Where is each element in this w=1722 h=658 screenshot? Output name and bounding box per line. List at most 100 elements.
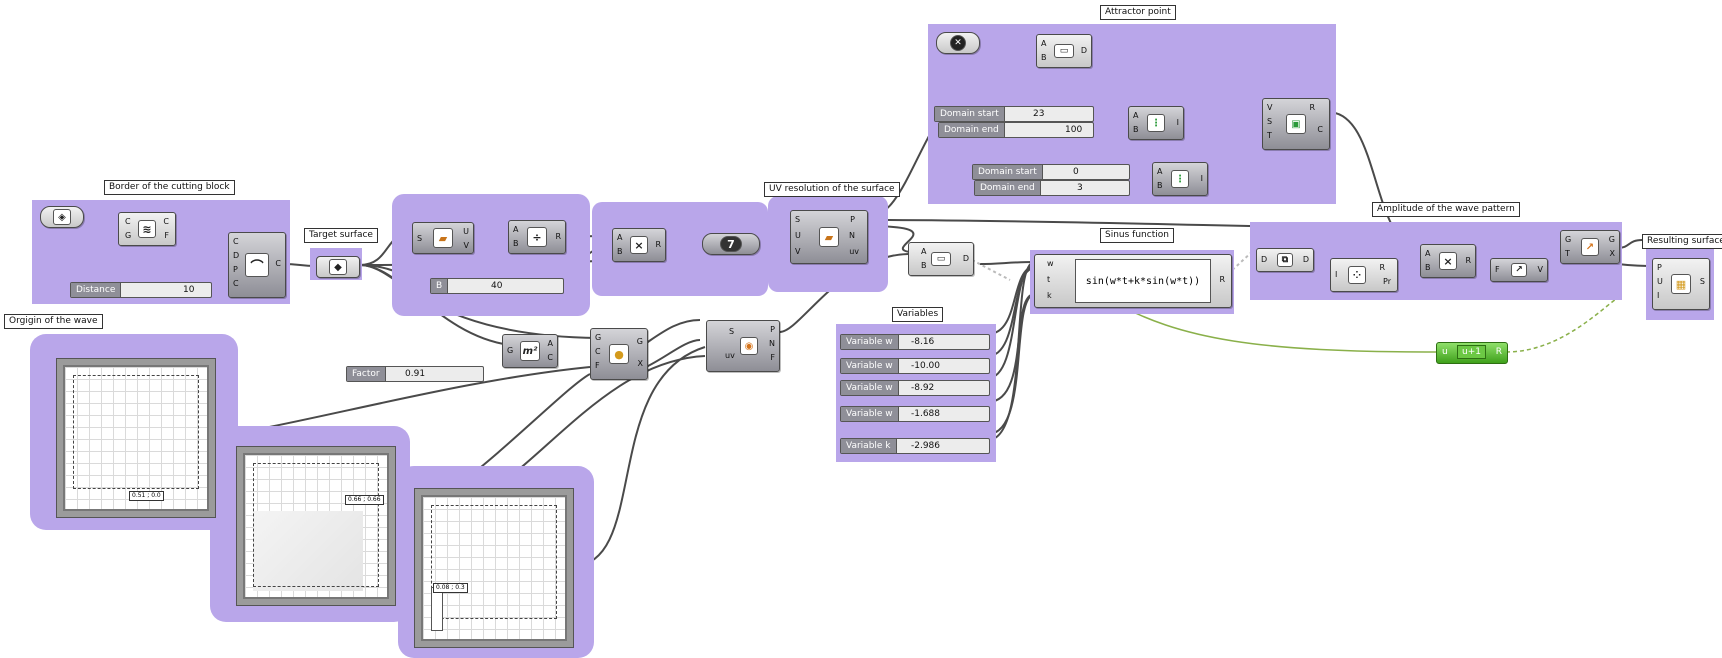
- group-divide[interactable]: [392, 194, 590, 316]
- area-component[interactable]: G m² A C: [502, 334, 558, 368]
- construct-domain-component-2[interactable]: A B ⋮ I: [1152, 162, 1208, 196]
- port-in[interactable]: C: [233, 279, 239, 288]
- port-in[interactable]: U: [795, 231, 801, 240]
- port-in[interactable]: S: [795, 215, 801, 224]
- surface-param[interactable]: ◆: [316, 256, 360, 278]
- port-out[interactable]: V: [1537, 265, 1543, 274]
- point-param[interactable]: ✕: [936, 32, 980, 54]
- port-in[interactable]: C: [125, 217, 131, 226]
- port-in[interactable]: V: [1267, 103, 1273, 112]
- slider-variable-2[interactable]: Variable w -10.00: [840, 358, 990, 374]
- port-in[interactable]: A: [921, 247, 927, 256]
- port-in[interactable]: u: [1442, 347, 1448, 357]
- slider-variable-4[interactable]: Variable w -1.688: [840, 406, 990, 422]
- port-in[interactable]: A: [513, 225, 519, 234]
- port-in[interactable]: I: [1335, 270, 1338, 279]
- remap-numbers-component[interactable]: V S T ▣ R C: [1262, 98, 1330, 150]
- md-slider-grid[interactable]: 0.51 ; 0.0: [63, 365, 209, 511]
- evaluate-surface-component[interactable]: S U V ▰ P N uv: [790, 210, 868, 264]
- distance-component[interactable]: A B ▭ D: [908, 242, 974, 276]
- slider-domain-end-1[interactable]: Domain end 100: [938, 122, 1094, 138]
- port-out[interactable]: I: [1176, 118, 1179, 127]
- slider-domain-start-2[interactable]: Domain start 0: [972, 164, 1130, 180]
- port-in[interactable]: S: [417, 234, 423, 243]
- port-in[interactable]: G: [1565, 235, 1572, 244]
- slider-domain-start-1[interactable]: Domain start 23: [934, 106, 1094, 122]
- port-in[interactable]: V: [795, 247, 801, 256]
- port-out[interactable]: X: [637, 359, 643, 368]
- port-in[interactable]: U: [1657, 277, 1663, 286]
- port-out[interactable]: R: [655, 240, 661, 249]
- scale-component[interactable]: G C F ● G X: [590, 328, 648, 380]
- port-out[interactable]: S: [1699, 277, 1705, 286]
- port-in[interactable]: uv: [725, 351, 735, 360]
- multiplication-component-2[interactable]: A B × R: [1420, 244, 1476, 278]
- port-out[interactable]: R: [555, 232, 561, 241]
- port-in[interactable]: t: [1047, 275, 1051, 284]
- port-in[interactable]: A: [1133, 111, 1139, 120]
- port-in[interactable]: B: [1157, 181, 1163, 190]
- port-in[interactable]: S: [1267, 117, 1273, 126]
- port-out[interactable]: uv: [849, 247, 859, 256]
- port-out[interactable]: N: [849, 231, 855, 240]
- port-out[interactable]: U: [463, 227, 469, 236]
- port-in[interactable]: B: [921, 261, 927, 270]
- port-in[interactable]: P: [233, 265, 238, 274]
- port-out[interactable]: C: [275, 259, 281, 268]
- port-out[interactable]: D: [1080, 46, 1087, 55]
- port-out[interactable]: R: [1309, 103, 1315, 112]
- port-in[interactable]: k: [1047, 291, 1052, 300]
- md-slider-grid[interactable]: 0.66 ; 0.66: [243, 453, 389, 599]
- port-out[interactable]: Pr: [1383, 277, 1391, 286]
- port-in[interactable]: P: [1657, 263, 1662, 272]
- slider-b[interactable]: B 40: [430, 278, 564, 294]
- port-out[interactable]: G: [636, 337, 643, 346]
- port-in[interactable]: B: [513, 239, 519, 248]
- port-in[interactable]: I: [1657, 291, 1660, 300]
- port-in[interactable]: A: [1041, 39, 1047, 48]
- expression-text[interactable]: sin(w*t+k*sin(w*t)): [1075, 259, 1211, 303]
- surface-closest-point-component[interactable]: S uv ◉ P N F: [706, 320, 780, 372]
- port-out[interactable]: R: [1495, 347, 1502, 357]
- port-out[interactable]: R: [1465, 256, 1471, 265]
- port-out[interactable]: P: [770, 325, 775, 334]
- port-out[interactable]: C: [547, 353, 553, 362]
- slider-distance[interactable]: Distance 10: [70, 282, 212, 298]
- surface-from-points-component[interactable]: P U I ▦ S: [1652, 258, 1710, 310]
- port-in[interactable]: C: [595, 347, 601, 356]
- populate-component[interactable]: I ⁘ R Pr: [1330, 258, 1398, 292]
- port-in[interactable]: w: [1047, 259, 1054, 268]
- slider-factor[interactable]: Factor 0.91: [346, 366, 484, 382]
- port-in[interactable]: A: [1157, 167, 1163, 176]
- expression-component[interactable]: w t k sin(w*t+k*sin(w*t)) R: [1034, 254, 1232, 308]
- port-in[interactable]: A: [1425, 249, 1431, 258]
- port-out[interactable]: I: [1200, 174, 1203, 183]
- port-in[interactable]: G: [125, 231, 132, 240]
- slider-variable-1[interactable]: Variable w -8.16: [840, 334, 990, 350]
- port-out[interactable]: P: [850, 215, 855, 224]
- offset-component[interactable]: C G ≋ C F: [118, 212, 176, 246]
- port-out[interactable]: C: [1317, 125, 1323, 134]
- slider-variable-5[interactable]: Variable k -2.986: [840, 438, 990, 454]
- expression-u-plus-1[interactable]: u u+1 R: [1436, 342, 1508, 364]
- port-in[interactable]: D: [1261, 255, 1268, 264]
- port-out[interactable]: R: [1219, 275, 1225, 284]
- slider-domain-end-2[interactable]: Domain end 3: [974, 180, 1130, 196]
- port-in[interactable]: C: [233, 237, 239, 246]
- port-out[interactable]: A: [547, 339, 553, 348]
- port-out[interactable]: C: [163, 217, 169, 226]
- md-slider-pad-2[interactable]: 0.66 ; 0.66: [236, 446, 396, 606]
- port-out[interactable]: F: [164, 231, 169, 240]
- port-in[interactable]: B: [1133, 125, 1139, 134]
- md-slider-grid[interactable]: 0.08 ; 0.3: [421, 495, 567, 641]
- port-in[interactable]: T: [1565, 249, 1570, 258]
- brep-param[interactable]: ◈: [40, 206, 84, 228]
- port-in[interactable]: B: [1425, 263, 1431, 272]
- port-out[interactable]: N: [769, 339, 775, 348]
- port-in[interactable]: D: [233, 251, 240, 260]
- port-in[interactable]: F: [1495, 265, 1500, 274]
- port-in[interactable]: B: [617, 247, 623, 256]
- slider-variable-3[interactable]: Variable w -8.92: [840, 380, 990, 396]
- port-in[interactable]: S: [729, 327, 735, 336]
